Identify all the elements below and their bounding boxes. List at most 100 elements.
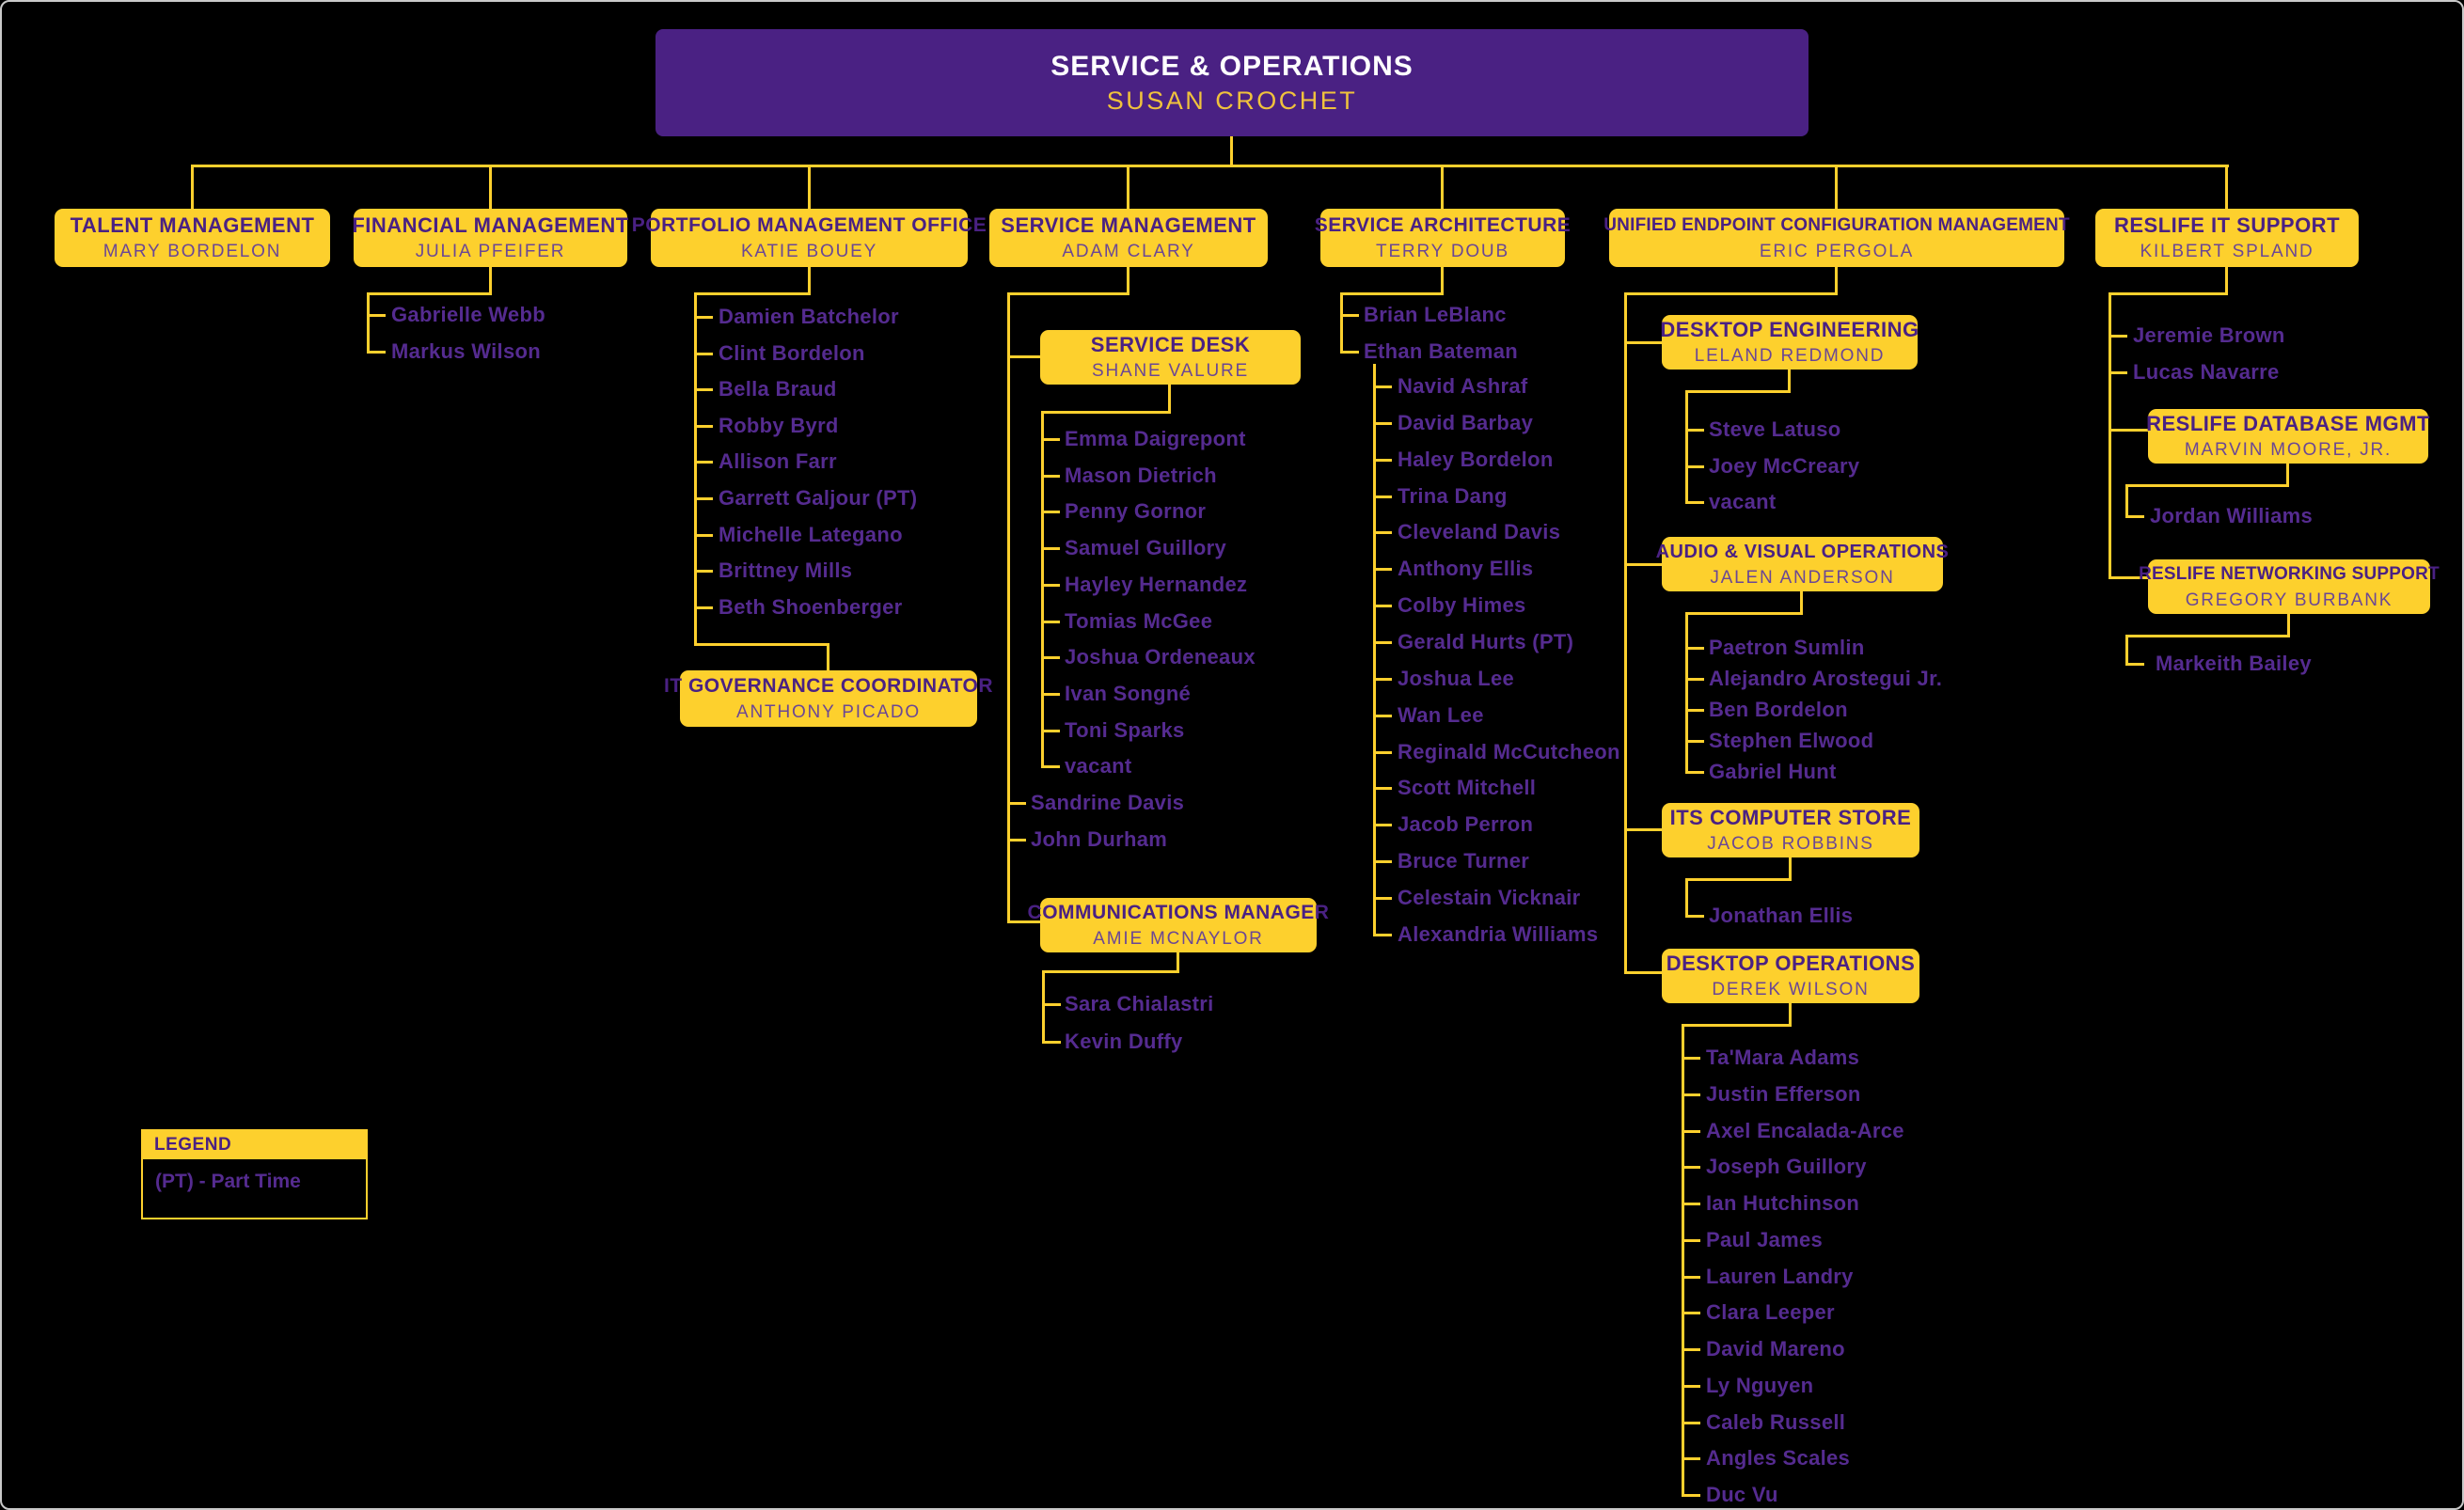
connector-line (1682, 1024, 1684, 1497)
connector-tick (1041, 475, 1060, 478)
org-box-service-architecture: SERVICE ARCHITECTURE TERRY DOUB (1315, 209, 1571, 267)
member-name: Emma Daigrepont (1065, 427, 1246, 450)
connector-line (1042, 970, 1045, 1043)
member-name: Robby Byrd (719, 414, 839, 437)
legend-note: (PT) - Part Time (155, 1171, 301, 1192)
member-name: Haley Bordelon (1398, 448, 1554, 471)
box-title: SERVICE ARCHITECTURE (1314, 214, 1572, 236)
connector-tick (1682, 1457, 1700, 1460)
member-name: vacant (1709, 490, 1777, 513)
box-title: PORTFOLIO MANAGEMENT OFFICE (631, 214, 987, 236)
connector-line (2125, 635, 2290, 637)
connector-line (1685, 390, 1791, 393)
member-name: Anthony Ellis (1398, 557, 1534, 580)
member-name: David Mareno (1706, 1337, 1845, 1361)
connector-tick (1685, 678, 1704, 681)
member-name: Hayley Hernandez (1065, 573, 1248, 596)
box-person: ANTHONY PICADO (736, 702, 921, 722)
org-box-desktop-engineering: DESKTOP ENGINEERING LELAND REDMOND (1660, 315, 1919, 370)
connector-line (2225, 165, 2228, 209)
member-name: Ly Nguyen (1706, 1374, 1814, 1397)
connector-tick (1340, 351, 1359, 354)
connector-tick (1682, 1276, 1700, 1279)
connector-line (1685, 878, 1792, 881)
box-title: SERVICE DESK (1090, 333, 1251, 356)
member-name: Penny Gornor (1065, 499, 1207, 523)
box-title: COMMUNICATIONS MANAGER (1027, 902, 1330, 923)
member-name: Ivan Songné (1065, 682, 1192, 705)
connector-tick (694, 497, 713, 500)
connector-line (1624, 292, 1838, 295)
connector-tick (1041, 765, 1060, 768)
connector-tick (1042, 1003, 1061, 1006)
member-name: Joseph Guillory (1706, 1155, 1867, 1178)
member-name: Jordan Williams (2150, 504, 2314, 527)
connector-tick (1041, 621, 1060, 623)
member-name: Ta'Mara Adams (1706, 1046, 1860, 1069)
connector-line (1168, 385, 1171, 414)
connector-line (1230, 136, 1233, 166)
member-name: Sara Chialastri (1065, 992, 1214, 1015)
connector-tick (694, 570, 713, 573)
box-title: RESLIFE NETWORKING SUPPORT (2139, 564, 2440, 584)
box-title: UNIFIED ENDPOINT CONFIGURATION MANAGEMEN… (1603, 215, 2070, 235)
member-name: John Durham (1031, 827, 1168, 851)
connector-tick (694, 316, 713, 319)
member-name: Mason Dietrich (1065, 464, 1217, 487)
member-name: Damien Batchelor (719, 305, 899, 328)
connector-line (1685, 612, 1688, 774)
org-box-its-computer-store: ITS COMPUTER STORE JACOB ROBBINS (1662, 803, 1919, 857)
connector-tick (1042, 1041, 1061, 1044)
org-box-financial-management: FINANCIAL MANAGEMENT JULIA PFEIFER (352, 209, 628, 267)
box-title: AUDIO & VISUAL OPERATIONS (1655, 542, 1950, 562)
connector-tick (2125, 663, 2144, 666)
connector-line (2286, 464, 2289, 486)
box-person: TERRY DOUB (1376, 242, 1509, 261)
org-box-unified-endpoint-configuration-management: UNIFIED ENDPOINT CONFIGURATION MANAGEMEN… (1603, 209, 2070, 267)
connector-tick (1682, 1057, 1700, 1060)
member-name: Axel Encalada-Arce (1706, 1119, 1904, 1142)
connector-line (1685, 878, 1688, 918)
connector-tick (1373, 641, 1392, 644)
connector-tick (1682, 1093, 1700, 1096)
member-name: Allison Farr (719, 449, 837, 473)
org-box-service-management: SERVICE MANAGEMENT ADAM CLARY (989, 209, 1268, 267)
connector-tick (1682, 1130, 1700, 1133)
connector-line (1007, 292, 1010, 923)
connector-line (1789, 1003, 1792, 1026)
org-box-service-desk: SERVICE DESK SHANE VALURE (1040, 330, 1301, 385)
org-box-reslife-networking-support: RESLIFE NETWORKING SUPPORT GREGORY BURBA… (2139, 559, 2440, 614)
connector-tick (1373, 422, 1392, 425)
connector-line (2125, 484, 2289, 487)
member-name: Wan Lee (1398, 703, 1484, 727)
connector-line (1042, 970, 1179, 973)
connector-tick (1373, 678, 1392, 681)
member-name: Garrett Galjour (PT) (719, 486, 918, 510)
connector-line (1682, 1024, 1792, 1027)
connector-line (1685, 612, 1803, 615)
member-name: Navid Ashraf (1398, 374, 1528, 398)
member-name: Paul James (1706, 1228, 1824, 1251)
connector-line (1624, 971, 1662, 974)
connector-tick (1682, 1166, 1700, 1169)
connector-tick (1041, 584, 1060, 587)
connector-tick (694, 461, 713, 464)
connector-line (2109, 429, 2148, 432)
box-title: ITS COMPUTER STORE (1669, 806, 1912, 829)
member-name: Duc Vu (1706, 1483, 1778, 1506)
connector-line (694, 643, 829, 646)
member-name: Ian Hutchinson (1706, 1191, 1860, 1215)
connector-tick (1041, 547, 1060, 550)
box-person: KILBERT SPLAND (2140, 242, 2314, 261)
box-person: DEREK WILSON (1712, 980, 1870, 999)
box-person: GREGORY BURBANK (2185, 590, 2393, 610)
connector-tick (1041, 511, 1060, 513)
member-name: Alexandria Williams (1398, 922, 1599, 946)
member-name: Jacob Perron (1398, 812, 1534, 836)
box-person: JULIA PFEIFER (415, 242, 566, 261)
box-person: SHANE VALURE (1092, 361, 1249, 381)
connector-tick (1041, 730, 1060, 732)
org-box-portfolio-management-office: PORTFOLIO MANAGEMENT OFFICE KATIE BOUEY (632, 209, 987, 267)
connector-tick (1041, 656, 1060, 659)
org-box-reslife-database-mgmt: RESLIFE DATABASE MGMT MARVIN MOORE, JR. (2146, 409, 2429, 464)
